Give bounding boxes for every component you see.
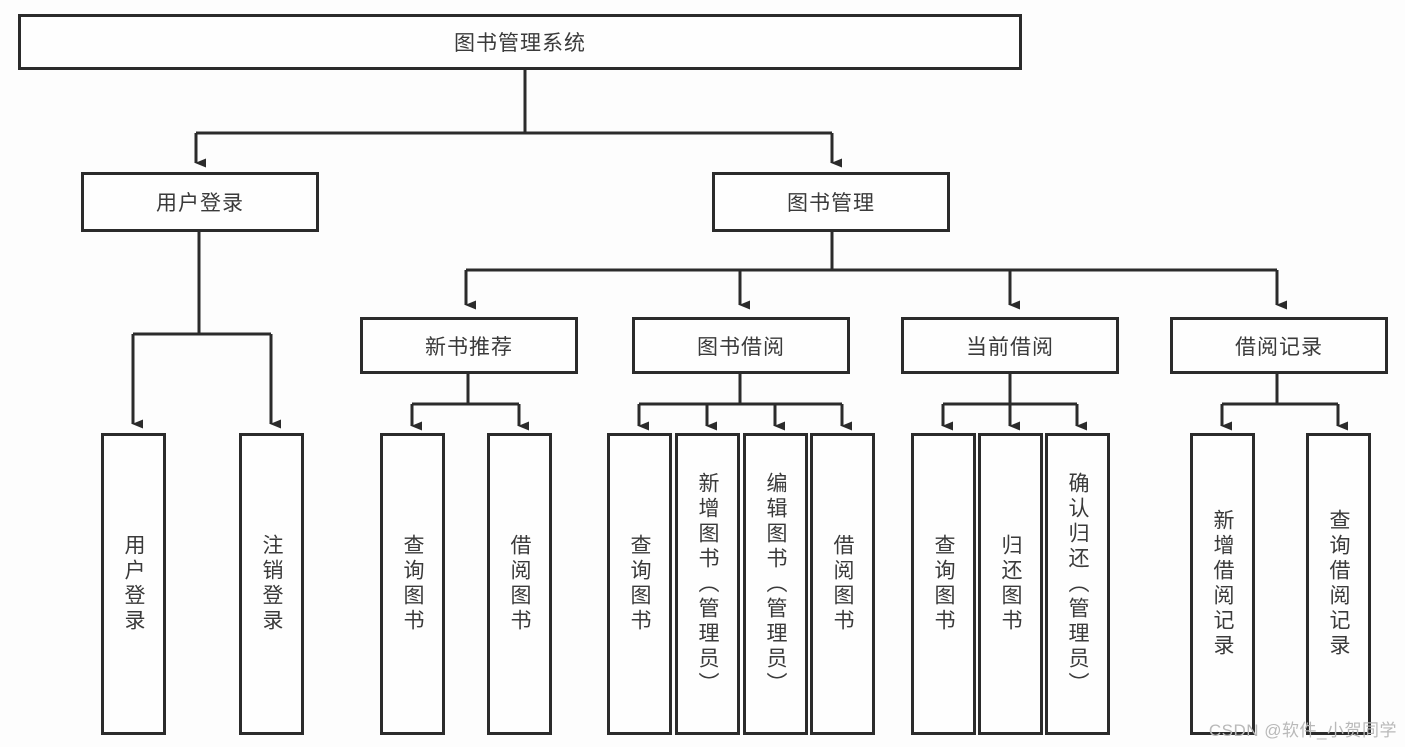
node-label: 确认归还（管理员） xyxy=(1066,471,1089,697)
node-label: 用户登录 xyxy=(122,534,145,634)
node-label: 查询借阅记录 xyxy=(1327,509,1350,659)
node-label: 图书管理 xyxy=(787,192,875,215)
leaf-borrow-edit-book-admin[interactable]: 编辑图书（管理员） xyxy=(743,433,808,735)
node-label: 查询图书 xyxy=(628,534,651,634)
leaf-record-query[interactable]: 查询借阅记录 xyxy=(1306,433,1371,735)
leaf-borrow-query-book[interactable]: 查询图书 xyxy=(607,433,672,735)
node-label: 查询图书 xyxy=(932,534,955,634)
node-label: 图书借阅 xyxy=(697,335,785,359)
node-label: 当前借阅 xyxy=(966,335,1054,359)
leaf-user-login-signout[interactable]: 注销登录 xyxy=(239,433,304,735)
leaf-record-add[interactable]: 新增借阅记录 xyxy=(1190,433,1255,735)
node-label: 图书管理系统 xyxy=(454,32,586,55)
node-user-login[interactable]: 用户登录 xyxy=(81,172,319,232)
node-label: 新增借阅记录 xyxy=(1211,509,1234,659)
leaf-borrow-add-book-admin[interactable]: 新增图书（管理员） xyxy=(675,433,740,735)
node-new-book-recommend[interactable]: 新书推荐 xyxy=(360,317,578,374)
node-borrow-record[interactable]: 借阅记录 xyxy=(1170,317,1388,374)
node-label: 编辑图书（管理员） xyxy=(764,471,787,697)
leaf-new-book-borrow[interactable]: 借阅图书 xyxy=(487,433,552,735)
node-current-borrow[interactable]: 当前借阅 xyxy=(901,317,1119,374)
node-label: 借阅图书 xyxy=(831,534,854,634)
leaf-current-confirm-return-admin[interactable]: 确认归还（管理员） xyxy=(1045,433,1110,735)
node-book-management[interactable]: 图书管理 xyxy=(712,172,950,232)
node-root-library-system[interactable]: 图书管理系统 xyxy=(18,14,1022,70)
node-book-borrow[interactable]: 图书借阅 xyxy=(632,317,850,374)
leaf-current-return-book[interactable]: 归还图书 xyxy=(978,433,1043,735)
node-label: 查询图书 xyxy=(401,534,424,634)
node-label: 借阅记录 xyxy=(1235,335,1323,359)
leaf-new-book-query[interactable]: 查询图书 xyxy=(380,433,445,735)
leaf-borrow-borrow-book[interactable]: 借阅图书 xyxy=(810,433,875,735)
watermark: CSDN @软件_小贺同学 xyxy=(1208,721,1397,740)
node-label: 新增图书（管理员） xyxy=(696,471,719,697)
leaf-current-query-book[interactable]: 查询图书 xyxy=(911,433,976,735)
node-label: 新书推荐 xyxy=(425,335,513,359)
node-label: 注销登录 xyxy=(260,534,283,634)
node-label: 借阅图书 xyxy=(508,534,531,634)
node-label: 归还图书 xyxy=(999,534,1022,634)
leaf-user-login-signin[interactable]: 用户登录 xyxy=(101,433,166,735)
node-label: 用户登录 xyxy=(156,192,244,215)
